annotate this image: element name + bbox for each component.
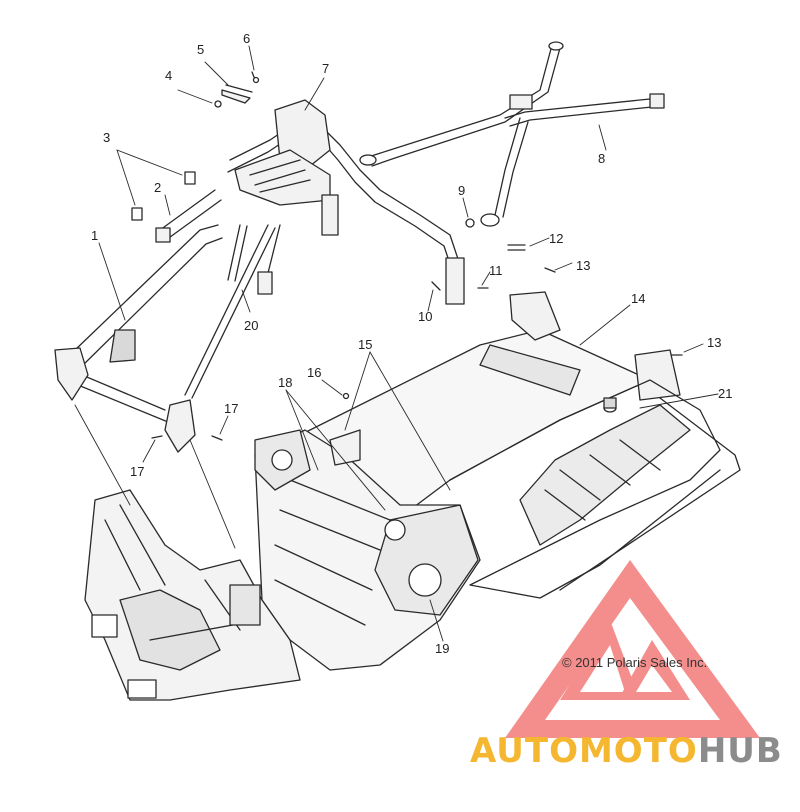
callout-4: 4 bbox=[165, 68, 172, 83]
callout-11: 11 bbox=[489, 263, 503, 278]
front-lower-frame bbox=[84, 489, 301, 701]
callout-6: 6 bbox=[243, 31, 250, 46]
leader-lines bbox=[74, 45, 719, 642]
callout-18: 18 bbox=[278, 375, 292, 390]
callout-13a: 13 bbox=[576, 258, 590, 273]
part-1-front-frame bbox=[54, 224, 223, 453]
callout-12: 12 bbox=[549, 231, 563, 246]
callout-14: 14 bbox=[631, 291, 645, 306]
part-14-tunnel bbox=[299, 291, 741, 599]
brand-part-1: AUTOMOTO bbox=[470, 731, 698, 771]
callout-21: 21 bbox=[718, 386, 732, 401]
watermark-logo bbox=[505, 560, 760, 738]
drawing bbox=[54, 41, 741, 701]
callout-8: 8 bbox=[598, 151, 605, 166]
callout-2: 2 bbox=[154, 180, 161, 195]
hardware-bolts bbox=[131, 171, 683, 441]
part-19-bulkhead bbox=[254, 429, 481, 671]
callout-7: 7 bbox=[322, 61, 329, 76]
brand-part-2: HUB bbox=[698, 731, 783, 771]
callout-15: 15 bbox=[358, 337, 372, 352]
part-21-bracket bbox=[603, 397, 617, 409]
callout-19: 19 bbox=[435, 641, 449, 656]
part-20-strut bbox=[184, 224, 281, 399]
part-8-upper-tube bbox=[359, 41, 665, 227]
part-2-strut bbox=[155, 189, 222, 243]
callout-labels: 1 2 3 4 5 6 7 8 9 10 11 12 13 13 14 15 1… bbox=[91, 31, 732, 656]
callout-5: 5 bbox=[197, 42, 204, 57]
logo-triangle-right-cut bbox=[636, 665, 672, 692]
logo-triangle-left-cut bbox=[580, 645, 625, 692]
part-4-5-6-hardware bbox=[214, 71, 260, 108]
callout-17a: 17 bbox=[224, 401, 238, 416]
callout-20: 20 bbox=[244, 318, 258, 333]
callout-16: 16 bbox=[307, 365, 321, 380]
svg-text:AUTOMOTOHUB: AUTOMOTOHUB bbox=[470, 731, 783, 771]
callout-17b: 17 bbox=[130, 464, 144, 479]
watermark-wordmark: AUTOMOTOHUB bbox=[470, 731, 783, 771]
callout-13b: 13 bbox=[707, 335, 721, 350]
callout-9: 9 bbox=[458, 183, 465, 198]
callout-1: 1 bbox=[91, 228, 98, 243]
callout-3: 3 bbox=[103, 130, 110, 145]
copyright-notice: © 2011 Polaris Sales Inc. bbox=[562, 655, 707, 670]
part-7-steering-support bbox=[227, 99, 465, 305]
callout-10: 10 bbox=[418, 309, 432, 324]
